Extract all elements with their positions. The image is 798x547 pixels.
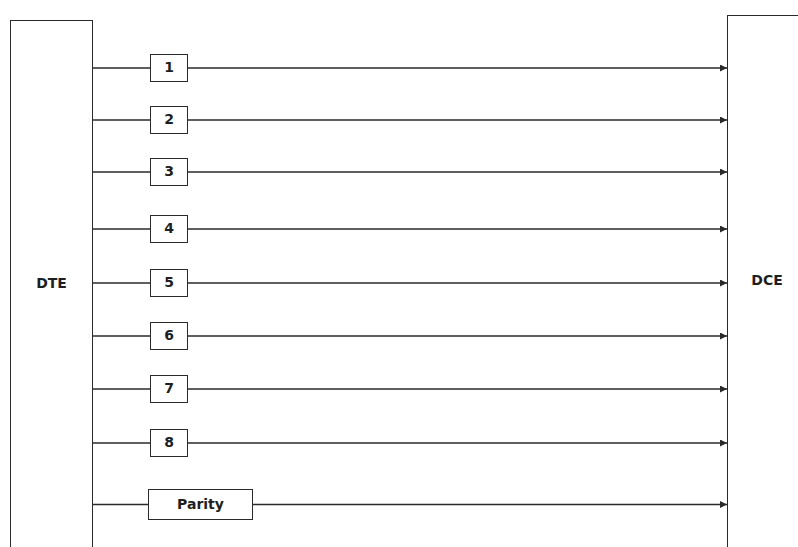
signal-arrow (253, 504, 727, 506)
node-label: 1 (164, 60, 174, 75)
bit-box: 6 (150, 322, 188, 350)
node-label: DTE (36, 276, 67, 291)
bit-box: 1 (150, 54, 188, 82)
signal-arrow (188, 282, 727, 284)
signal-line (93, 282, 150, 284)
signal-line (93, 388, 150, 390)
signal-line (93, 67, 150, 69)
node-label: 7 (164, 381, 174, 396)
signal-arrow (188, 388, 727, 390)
signal-line (93, 228, 150, 230)
bit-box: 7 (150, 375, 188, 403)
signal-arrow (188, 335, 727, 337)
bit-box: 4 (150, 215, 188, 243)
signal-line (93, 504, 148, 506)
node-label: 6 (164, 328, 174, 343)
signal-line (93, 171, 150, 173)
node-label: 3 (164, 164, 174, 179)
node-label: 5 (164, 275, 174, 290)
signal-arrow (188, 228, 727, 230)
node-label: DCE (751, 273, 782, 288)
node-label: Parity (177, 497, 224, 512)
bit-box: 2 (150, 106, 188, 134)
bit-box: 3 (150, 158, 188, 186)
node-label: 2 (164, 112, 174, 127)
node-label: 4 (164, 221, 174, 236)
signal-arrow (188, 171, 727, 173)
equipment-box: DCE (727, 15, 798, 547)
bit-box: 8 (150, 429, 188, 457)
bit-box: 5 (150, 269, 188, 297)
signal-line (93, 335, 150, 337)
signal-arrow (188, 119, 727, 121)
signal-line (93, 119, 150, 121)
signal-line (93, 442, 150, 444)
signal-arrow (188, 67, 727, 69)
node-label: 8 (164, 435, 174, 450)
parity-box: Parity (148, 489, 253, 520)
equipment-box: DTE (10, 20, 93, 547)
signal-arrow (188, 442, 727, 444)
